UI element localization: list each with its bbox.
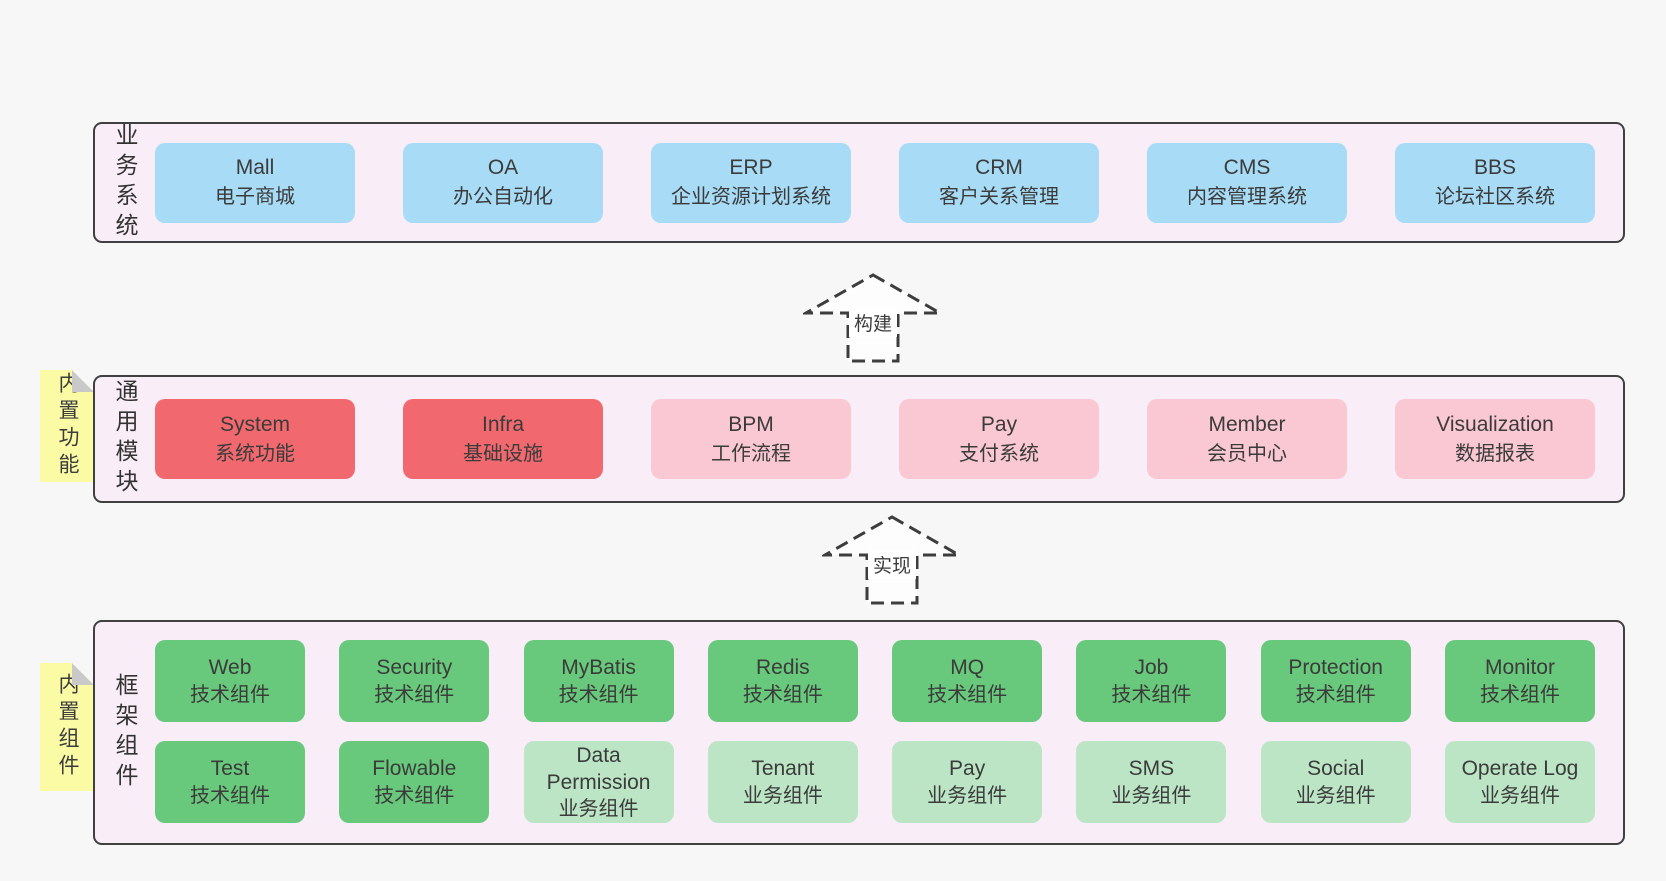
box-social: Social 业务组件 xyxy=(1260,741,1411,823)
modules-box-row: System 系统功能 Infra 基础设施 BPM 工作流程 Pay 支付系统… xyxy=(155,377,1595,501)
box-redis: Redis 技术组件 xyxy=(707,640,858,722)
layer-label: 通用模块 xyxy=(112,379,138,499)
box-operate-log: Operate Log 业务组件 xyxy=(1444,741,1595,823)
box-infra: Infra 基础设施 xyxy=(403,399,603,479)
note-fold-icon xyxy=(72,370,94,392)
arrow-build-label: 构建 xyxy=(848,308,898,337)
components-row-2: Test 技术组件 Flowable 技术组件 Data Permission … xyxy=(155,741,1595,823)
box-crm: CRM 客户关系管理 xyxy=(899,142,1099,223)
layer-label: 业务系统 xyxy=(112,122,138,243)
box-bbs: BBS 论坛社区系统 xyxy=(1395,142,1595,223)
note-fold-icon xyxy=(72,663,94,685)
layer-common-modules: 通用模块 System 系统功能 Infra 基础设施 BPM 工作流程 Pay… xyxy=(93,375,1625,503)
sticky-note-label: 内置组件 xyxy=(56,673,79,781)
box-sms: SMS 业务组件 xyxy=(1076,741,1227,823)
sticky-note-builtin-components: 内置组件 xyxy=(40,663,94,791)
sticky-note-builtin-features: 内置功能 xyxy=(40,370,94,482)
sticky-note-label: 内置功能 xyxy=(56,372,79,480)
box-security: Security 技术组件 xyxy=(339,640,490,722)
box-test: Test 技术组件 xyxy=(155,741,305,823)
box-pay: Pay 支付系统 xyxy=(899,399,1099,479)
layer-business-systems: 业务系统 Mall 电子商城 OA 办公自动化 ERP 企业资源计划系统 CRM… xyxy=(93,122,1625,243)
box-system: System 系统功能 xyxy=(155,399,355,479)
box-web: Web 技术组件 xyxy=(155,640,305,722)
box-erp: ERP 企业资源计划系统 xyxy=(651,142,851,223)
components-rows: Web 技术组件 Security 技术组件 MyBatis 技术组件 Redi… xyxy=(155,640,1595,823)
arrow-implement: 实现 xyxy=(822,514,962,606)
box-visualization: Visualization 数据报表 xyxy=(1395,399,1595,479)
box-job: Job 技术组件 xyxy=(1076,640,1227,722)
box-data-permission: Data Permission 业务组件 xyxy=(523,741,674,823)
box-mall: Mall 电子商城 xyxy=(155,142,355,223)
box-flowable: Flowable 技术组件 xyxy=(339,741,490,823)
box-oa: OA 办公自动化 xyxy=(403,142,603,223)
box-tenant: Tenant 业务组件 xyxy=(707,741,858,823)
arrow-implement-label: 实现 xyxy=(867,550,917,579)
business-box-row: Mall 电子商城 OA 办公自动化 ERP 企业资源计划系统 CRM 客户关系… xyxy=(155,124,1595,241)
box-mq: MQ 技术组件 xyxy=(892,640,1043,722)
box-bpm: BPM 工作流程 xyxy=(651,399,851,479)
box-mybatis: MyBatis 技术组件 xyxy=(523,640,674,722)
layer-framework-components: 框架组件 Web 技术组件 Security 技术组件 MyBatis 技术组件… xyxy=(93,620,1625,845)
components-row-1: Web 技术组件 Security 技术组件 MyBatis 技术组件 Redi… xyxy=(155,640,1595,722)
layer-label: 框架组件 xyxy=(112,672,138,793)
box-monitor: Monitor 技术组件 xyxy=(1444,640,1595,722)
box-cms: CMS 内容管理系统 xyxy=(1147,142,1347,223)
box-protection: Protection 技术组件 xyxy=(1260,640,1411,722)
box-pay-business: Pay 业务组件 xyxy=(892,741,1043,823)
arrow-build: 构建 xyxy=(803,272,943,364)
box-member: Member 会员中心 xyxy=(1147,399,1347,479)
